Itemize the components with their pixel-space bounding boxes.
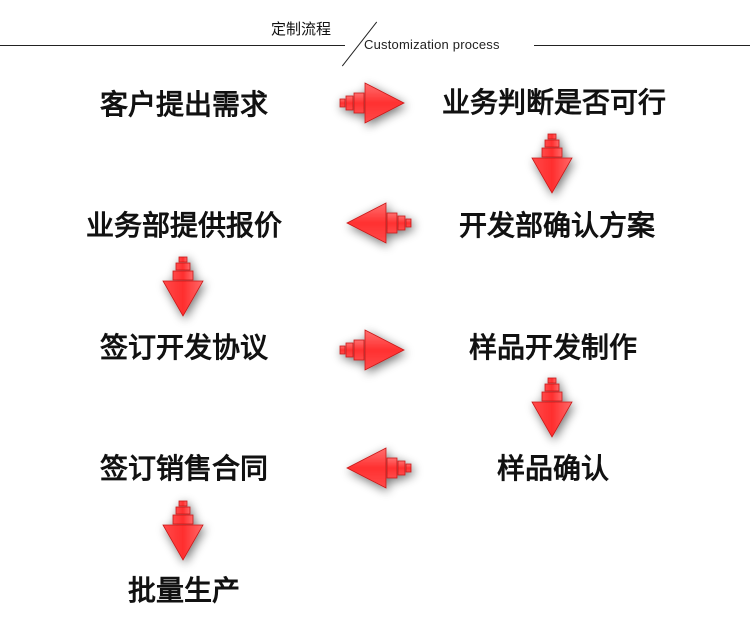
arrow-left-1 (346, 202, 412, 244)
step-quotation: 业务部提供报价 (85, 209, 283, 242)
arrow-down-1 (531, 133, 573, 194)
step-feasibility-check: 业务判断是否可行 (441, 86, 667, 119)
arrow-down-3 (531, 377, 573, 438)
page-title: 定制流程 (271, 20, 332, 38)
arrow-left-2 (346, 447, 412, 489)
arrow-right-2 (339, 329, 405, 371)
arrow-right-1 (339, 82, 405, 124)
header-line-right (534, 45, 750, 46)
step-confirm-plan: 开发部确认方案 (458, 209, 656, 242)
step-sign-dev-agreement: 签订开发协议 (99, 331, 269, 364)
arrow-down-4 (162, 500, 204, 561)
step-mass-production: 批量生产 (127, 574, 241, 607)
step-sign-sales-contract: 签订销售合同 (99, 452, 269, 485)
step-customer-request: 客户提出需求 (99, 88, 269, 121)
step-sample-production: 样品开发制作 (468, 331, 638, 364)
arrow-down-2 (162, 256, 204, 317)
header-line-left (0, 45, 345, 46)
page-subtitle: Customization process (364, 37, 500, 52)
step-sample-confirmation: 样品确认 (496, 452, 610, 485)
